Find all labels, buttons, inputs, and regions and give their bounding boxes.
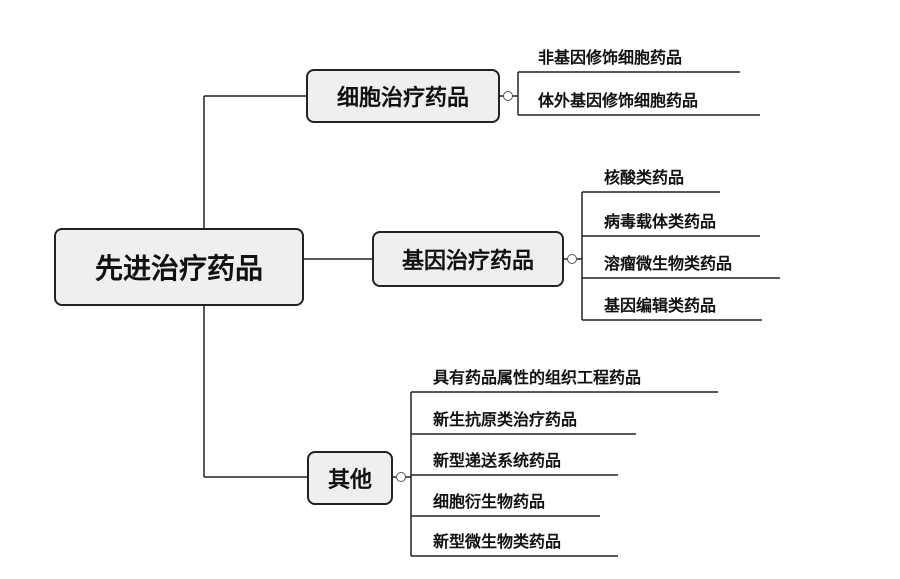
leaf-node[interactable]: 具有药品属性的组织工程药品: [433, 368, 642, 387]
other-branch-collapse-toggle[interactable]: [396, 472, 406, 482]
branch-node-gene-therapy[interactable]: 基因治疗药品: [372, 231, 564, 287]
leaf-node[interactable]: 溶瘤微生物类药品: [604, 254, 733, 273]
leaf-node[interactable]: 非基因修饰细胞药品: [538, 48, 683, 67]
leaf-node[interactable]: 体外基因修饰细胞药品: [538, 91, 699, 110]
leaf-node[interactable]: 新型递送系统药品: [433, 451, 562, 470]
gene-branch-collapse-toggle[interactable]: [567, 254, 577, 264]
branch-node-cell-therapy[interactable]: 细胞治疗药品: [306, 69, 500, 123]
leaf-node[interactable]: 新型微生物类药品: [433, 532, 562, 551]
branch-node-other[interactable]: 其他: [307, 451, 393, 505]
leaf-node[interactable]: 基因编辑类药品: [604, 296, 717, 315]
cell-branch-collapse-toggle[interactable]: [503, 91, 513, 101]
leaf-node[interactable]: 病毒载体类药品: [604, 212, 717, 231]
leaf-node[interactable]: 核酸类药品: [604, 168, 685, 187]
leaf-node[interactable]: 细胞衍生物药品: [433, 492, 546, 511]
root-node[interactable]: 先进治疗药品: [54, 228, 304, 306]
leaf-node[interactable]: 新生抗原类治疗药品: [433, 410, 578, 429]
